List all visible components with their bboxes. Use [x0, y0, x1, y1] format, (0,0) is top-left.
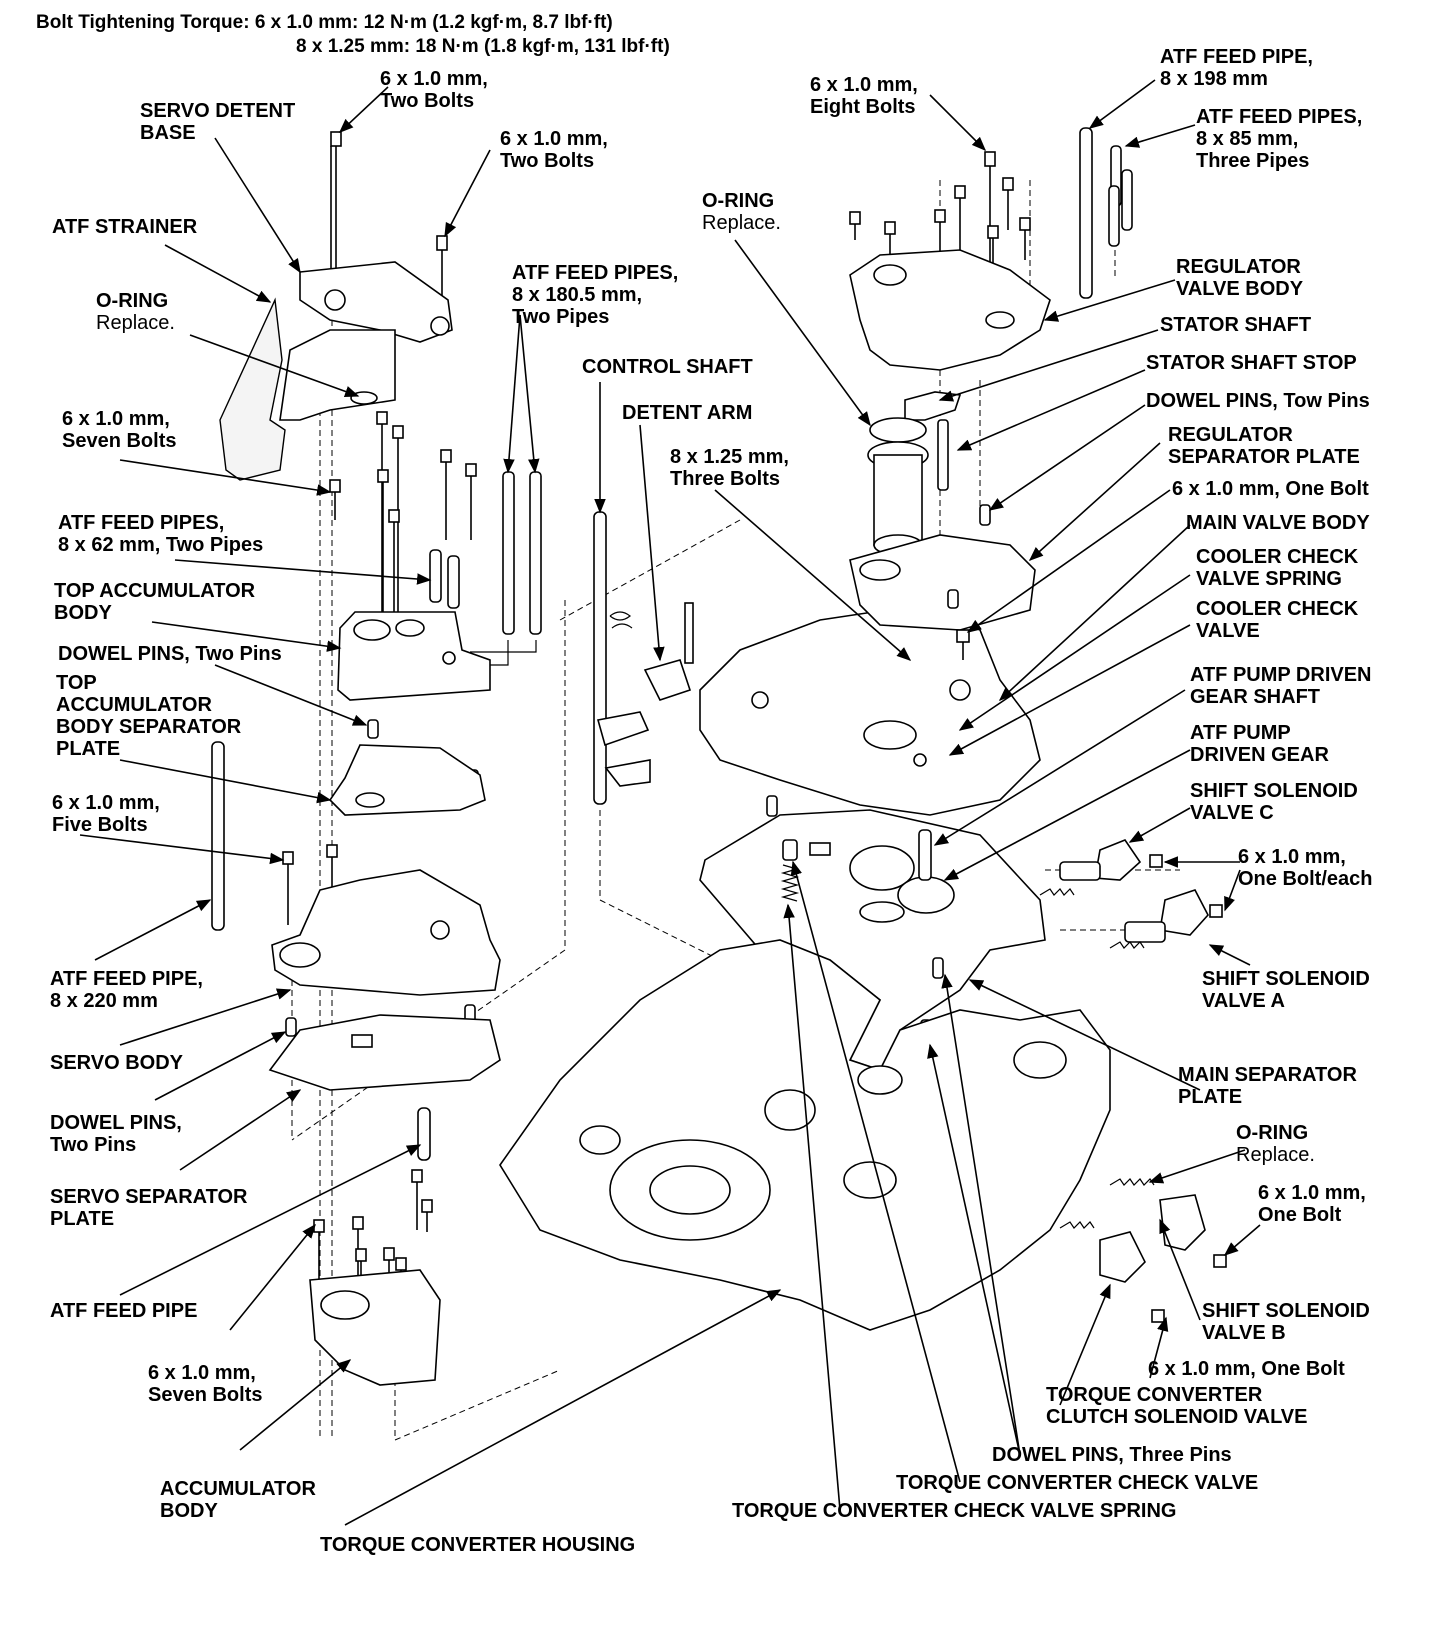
label-control-shaft: CONTROL SHAFT — [582, 356, 753, 378]
label-torque-converter-housing: TORQUE CONVERTER HOUSING — [320, 1534, 636, 1556]
seven-bolts-top-acc — [329, 411, 477, 620]
top-acc-separator-plate — [328, 744, 486, 816]
label-bolts-6x10-seven-a: 6 x 1.0 mm,Seven Bolts — [62, 408, 177, 452]
regulator-valve-body — [849, 249, 1051, 371]
shift-solenoid-b — [1109, 1178, 1227, 1268]
atf-strainer — [219, 297, 286, 481]
control-shaft — [593, 511, 651, 805]
pump-driven-gear — [849, 829, 955, 923]
feed-pipe-198 — [1079, 127, 1093, 299]
label-dowel-pins-three: DOWEL PINS, Three Pins — [992, 1444, 1232, 1466]
label-bolt-each: 6 x 1.0 mm,One Bolt/each — [1238, 846, 1373, 890]
label-stator-shaft-stop: STATOR SHAFT STOP — [1146, 352, 1357, 374]
servo-separator-plate — [268, 1004, 501, 1091]
label-tc-check-valve: TORQUE CONVERTER CHECK VALVE — [896, 1472, 1259, 1494]
label-dowel-pins-tow: DOWEL PINS, Tow Pins — [1146, 390, 1370, 412]
tcc-solenoid-valve — [1059, 1221, 1165, 1323]
label-bolts-6x10-two-a: 6 x 1.0 mm,Two Bolts — [380, 68, 488, 112]
one-bolt-regulator — [947, 589, 970, 660]
feed-pipes-85 — [1108, 145, 1133, 247]
label-atf-feed-pipe-220: ATF FEED PIPE,8 x 220 mm — [50, 968, 203, 1012]
label-atf-feed-pipes-62: ATF FEED PIPES,8 x 62 mm, Two Pipes — [58, 512, 264, 556]
label-dowel-pins-two-b: DOWEL PINS,Two Pins — [50, 1112, 182, 1156]
feed-pipes-62 — [429, 549, 460, 609]
shift-solenoid-c — [1039, 839, 1163, 896]
label-bolts-8x125-three: 8 x 1.25 mm,Three Bolts — [670, 446, 789, 490]
torque-spec-line1: Bolt Tightening Torque: 6 x 1.0 mm: 12 N… — [36, 12, 613, 33]
label-main-valve-body: MAIN VALVE BODY — [1186, 512, 1370, 534]
label-detent-arm: DETENT ARM — [622, 402, 753, 424]
feed-pipes-180 — [470, 471, 542, 666]
label-atf-feed-pipe-198: ATF FEED PIPE,8 x 198 mm — [1160, 46, 1313, 90]
stator-shaft — [867, 417, 929, 556]
main-valve-body — [699, 604, 1041, 816]
tc-check-valve-spring — [780, 839, 800, 902]
leader-lines — [79, 79, 1261, 1526]
label-dowel-pins-two-a: DOWEL PINS, Two Pins — [58, 643, 282, 665]
feed-pipe-220 — [211, 741, 225, 931]
label-bolts-6x10-eight: 6 x 1.0 mm,Eight Bolts — [810, 74, 918, 118]
label-tc-check-spring: TORQUE CONVERTER CHECK VALVE SPRING — [732, 1500, 1177, 1522]
feed-pipe-accumulator — [417, 1107, 431, 1161]
servo-body — [271, 869, 501, 996]
label-atf-strainer: ATF STRAINER — [52, 216, 198, 238]
torque-converter-housing — [499, 939, 1111, 1331]
regulator-separator-plate — [849, 534, 1036, 631]
label-bolts-6x10-five: 6 x 1.0 mm,Five Bolts — [52, 792, 160, 836]
label-atf-feed-pipes-1805: ATF FEED PIPES,8 x 180.5 mm,Two Pipes — [512, 262, 679, 328]
label-bolt-6x10-one-a: 6 x 1.0 mm, One Bolt — [1172, 478, 1369, 500]
dowel-pins-regulator — [937, 419, 991, 526]
label-stator-shaft: STATOR SHAFT — [1160, 314, 1312, 336]
top-accumulator-body — [337, 611, 491, 701]
shift-solenoid-a — [1109, 889, 1223, 949]
label-bolts-6x10-two-b: 6 x 1.0 mm,Two Bolts — [500, 128, 608, 172]
detent-arm — [643, 602, 694, 701]
label-atf-feed-pipe: ATF FEED PIPE — [50, 1300, 198, 1322]
accumulator-body — [309, 1269, 441, 1386]
label-bolt-6x10-one-b: 6 x 1.0 mm,One Bolt — [1258, 1182, 1366, 1226]
label-atf-feed-pipes-85: ATF FEED PIPES,8 x 85 mm,Three Pipes — [1196, 106, 1363, 172]
torque-spec-line2: 8 x 1.25 mm: 18 N·m (1.8 kgf·m, 131 lbf·… — [296, 36, 670, 57]
oring-left — [350, 391, 378, 405]
label-bolt-6x10-one-c: 6 x 1.0 mm, One Bolt — [1148, 1358, 1345, 1380]
label-bolts-6x10-seven-b: 6 x 1.0 mm,Seven Bolts — [148, 1362, 263, 1406]
label-servo-body: SERVO BODY — [50, 1052, 183, 1074]
